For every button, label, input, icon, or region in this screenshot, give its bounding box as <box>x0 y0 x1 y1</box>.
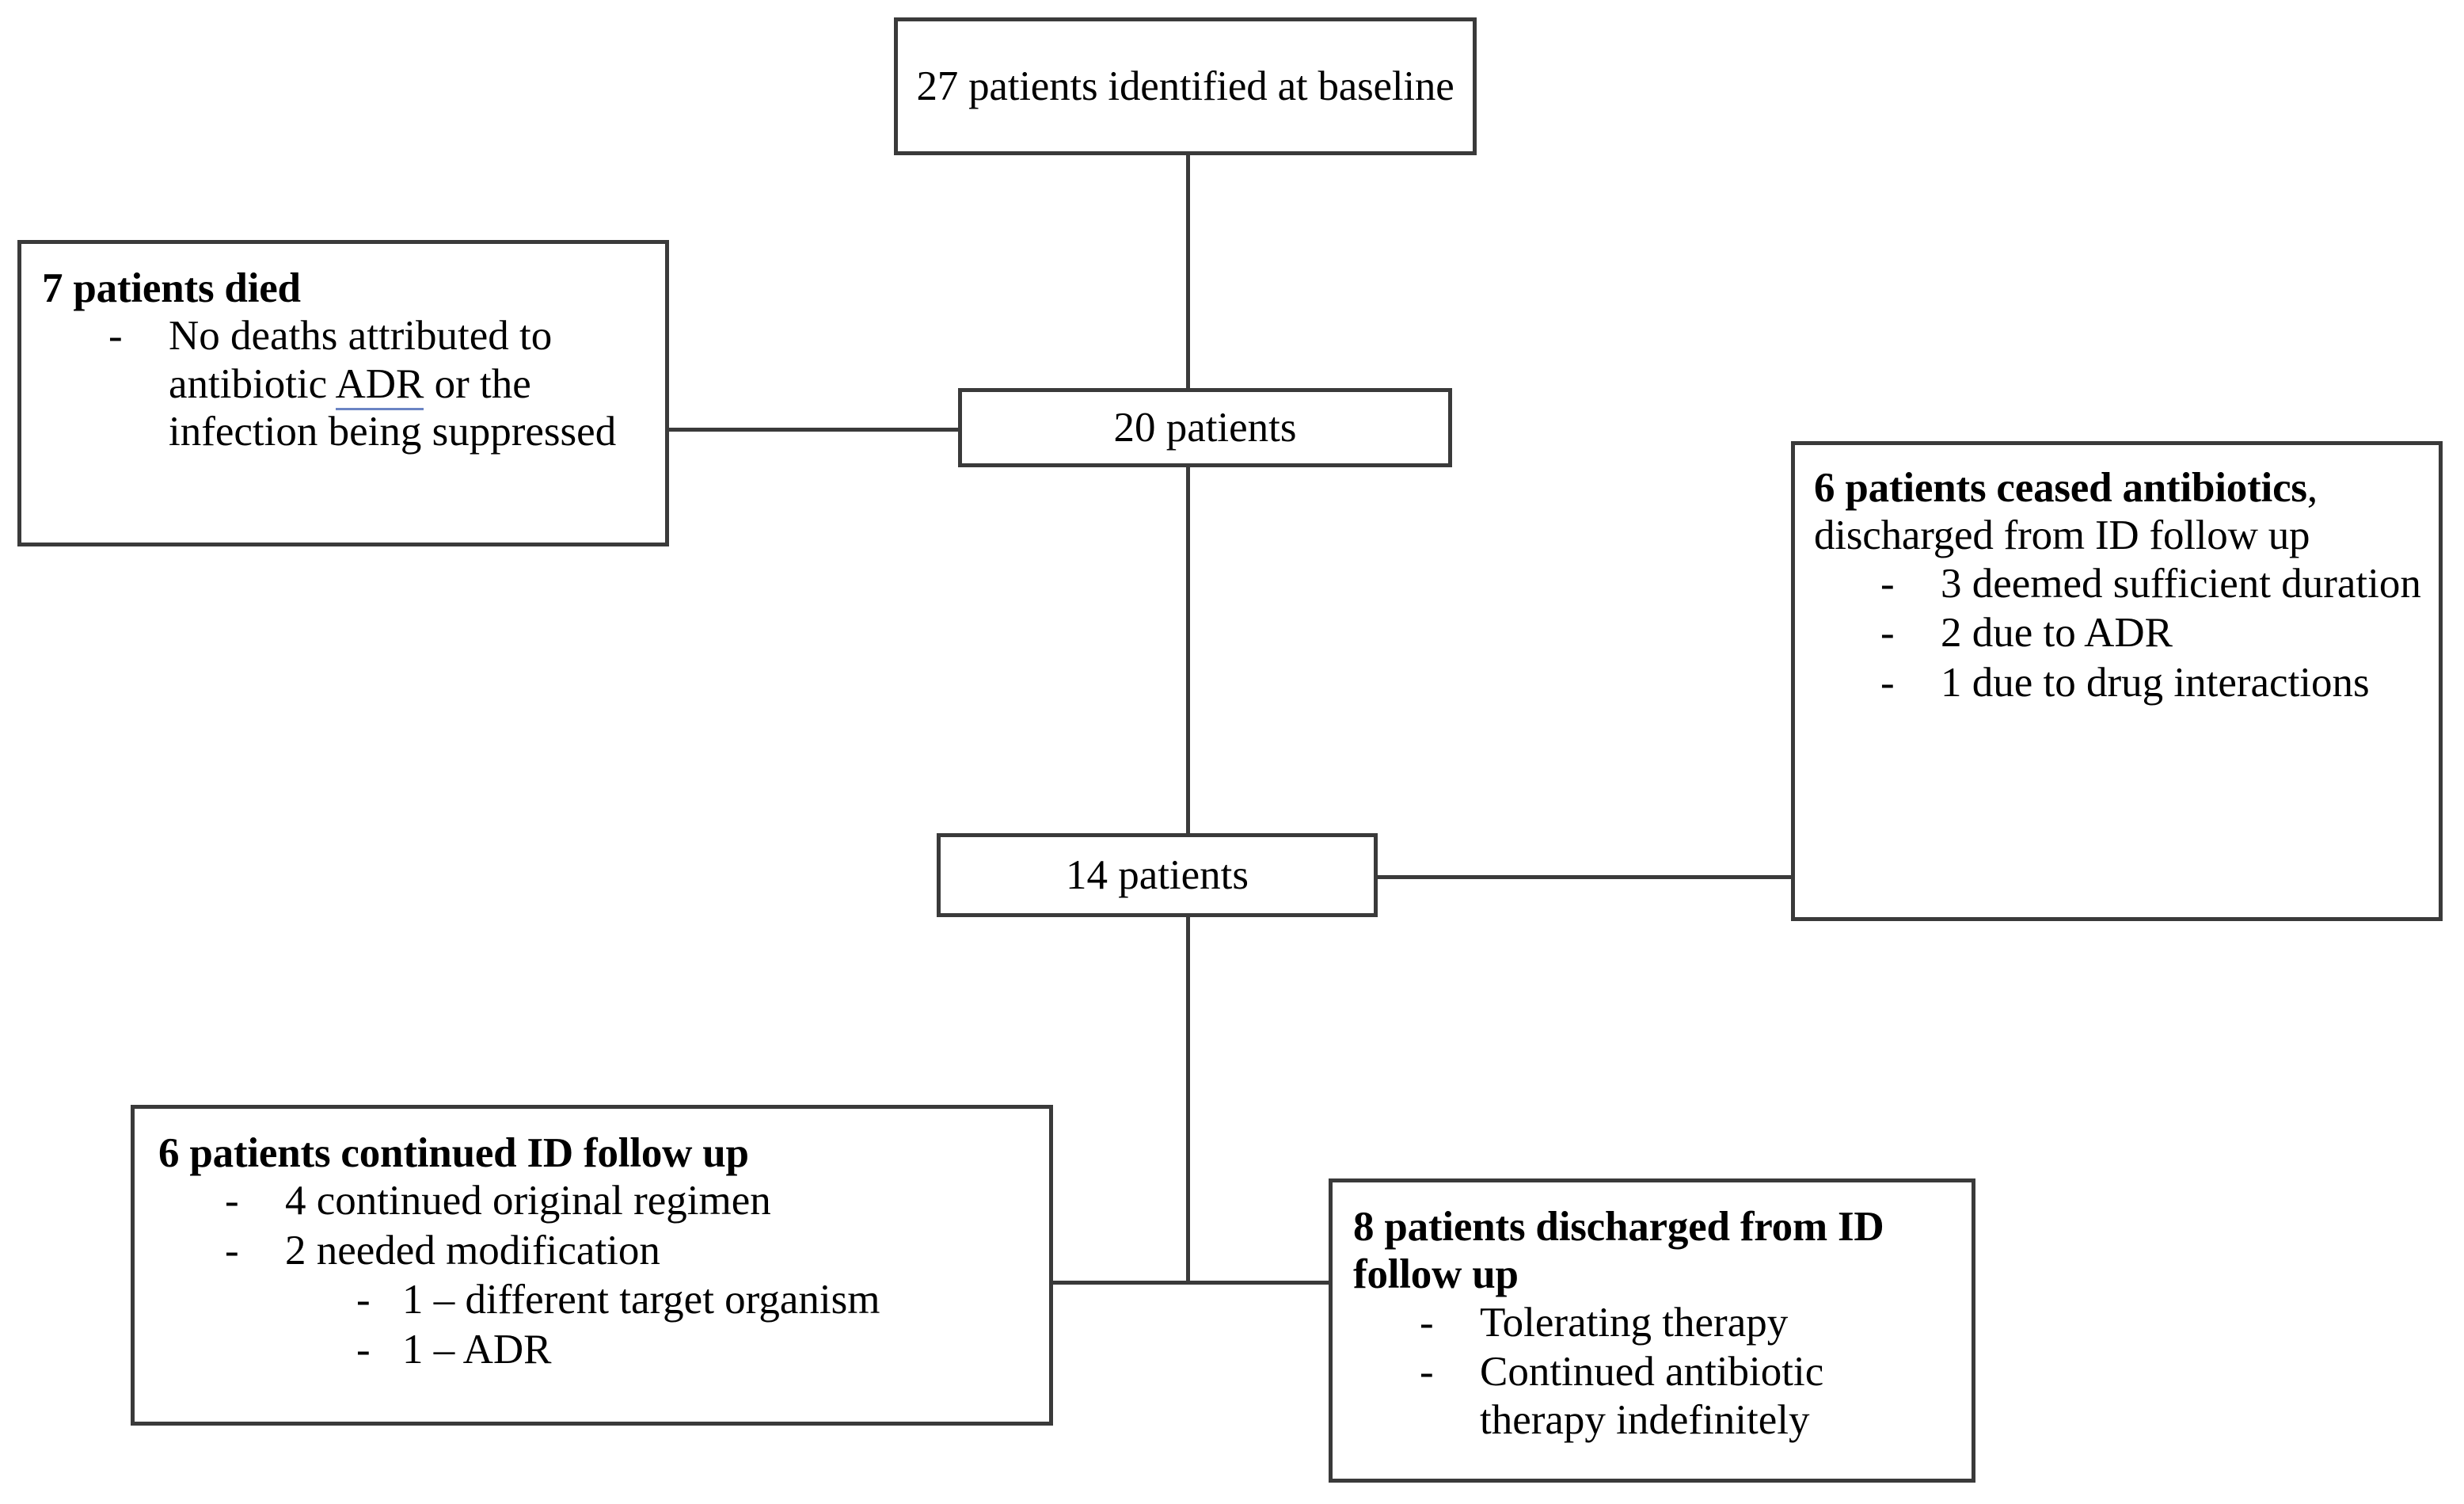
bullet-dash: - <box>1880 560 1895 607</box>
list-item: -No deaths attributed to antibiotic ADR … <box>101 312 648 455</box>
node-patients-died-headline: 7 patients died <box>42 265 301 311</box>
list-item: -2 due to ADR <box>1873 609 2421 657</box>
headline-bold-part: 6 patients ceased antibiotics <box>1814 465 2307 511</box>
bullet-text: Tolerating therapy <box>1480 1299 1789 1346</box>
list-item: -Continued antibiotic therapy indefinite… <box>1412 1348 1954 1444</box>
list-item: -1 – different target organism <box>352 1276 1032 1323</box>
node-patients-died-content: 7 patients died -No deaths attributed to… <box>21 244 665 543</box>
list-item: -4 continued original regimen <box>217 1177 1032 1224</box>
node-20-patients: 20 patients <box>958 388 1452 467</box>
connector-20-patients-to-14-patients <box>1186 466 1190 835</box>
bullet-dash: - <box>108 313 123 360</box>
node-14-patients-content: 14 patients <box>941 837 1374 913</box>
bullet-text: 3 deemed sufficient duration <box>1941 560 2421 607</box>
connector-14-patients-to-bottom-junction <box>1186 916 1190 1282</box>
bullet-text: 1 due to drug interactions <box>1941 659 2370 706</box>
node-ceased-antibiotics-content: 6 patients ceased antibiotics, discharge… <box>1795 445 2439 917</box>
bullet-text-pre: No deaths attributed to antibiotic <box>169 313 553 407</box>
bullet-text: 4 continued original regimen <box>285 1178 771 1224</box>
node-baseline-label: 27 patients identified at baseline <box>916 63 1454 109</box>
node-ceased-antibiotics-headline: 6 patients ceased antibiotics, discharge… <box>1814 464 2421 560</box>
connector-baseline-to-20-patients <box>1186 155 1190 390</box>
node-baseline-content: 27 patients identified at baseline <box>898 21 1473 151</box>
node-patients-died-bullet-list: -No deaths attributed to antibiotic ADR … <box>101 312 648 457</box>
bullet-dash: - <box>1880 610 1895 657</box>
node-ceased-antibiotics-bullet-list: -3 deemed sufficient duration -2 due to … <box>1873 560 2421 708</box>
bullet-dash: - <box>356 1277 371 1323</box>
bullet-text: 1 – different target organism <box>402 1277 880 1323</box>
node-ceased-antibiotics: 6 patients ceased antibiotics, discharge… <box>1791 441 2443 921</box>
list-item: -3 deemed sufficient duration <box>1873 560 2421 607</box>
bullet-dash: - <box>225 1178 239 1224</box>
node-discharged-follow-up-bullet-list: -Tolerating therapy -Continued antibioti… <box>1412 1299 1954 1445</box>
list-item: -1 due to drug interactions <box>1873 659 2421 706</box>
bullet-dash: - <box>1420 1299 1434 1346</box>
node-continued-follow-up-content: 6 patients continued ID follow up -4 con… <box>135 1109 1049 1422</box>
node-discharged-follow-up-headline: 8 patients discharged from ID follow up <box>1353 1204 1884 1298</box>
node-discharged-follow-up: 8 patients discharged from ID follow up … <box>1329 1178 1975 1483</box>
node-patients-died: 7 patients died -No deaths attributed to… <box>17 240 669 546</box>
node-discharged-follow-up-content: 8 patients discharged from ID follow up … <box>1333 1182 1972 1479</box>
node-14-patients: 14 patients <box>937 833 1378 917</box>
list-item: -Tolerating therapy <box>1412 1299 1954 1346</box>
node-continued-follow-up: 6 patients continued ID follow up -4 con… <box>131 1105 1053 1426</box>
bullet-text-underlined: ADR <box>335 360 424 410</box>
node-14-patients-label: 14 patients <box>1065 851 1249 898</box>
bullet-dash: - <box>1880 659 1895 706</box>
connector-14-patients-to-ceased <box>1376 875 1793 879</box>
node-20-patients-content: 20 patients <box>962 392 1448 463</box>
node-baseline: 27 patients identified at baseline <box>894 17 1477 155</box>
headline-regular-part: , discharged from ID follow up <box>1814 465 2318 559</box>
connector-died-to-20-patients <box>669 428 960 432</box>
node-20-patients-label: 20 patients <box>1113 404 1297 451</box>
node-continued-follow-up-headline: 6 patients continued ID follow up <box>158 1130 749 1176</box>
list-item: -1 – ADR <box>352 1326 1032 1373</box>
bullet-text: 2 needed modification <box>285 1227 660 1274</box>
node-continued-follow-up-sub-bullet-list: -1 – different target organism -1 – ADR <box>352 1276 1032 1373</box>
bullet-dash: - <box>1420 1349 1434 1395</box>
bullet-dash: - <box>356 1326 371 1373</box>
bullet-text-post: or the infection being suppressed <box>169 360 617 455</box>
connector-junction-to-discharged <box>1186 1281 1330 1285</box>
node-continued-follow-up-bullet-list: -4 continued original regimen -2 needed … <box>217 1177 1032 1375</box>
list-item: -2 needed modification -1 – different ta… <box>217 1227 1032 1373</box>
bullet-dash: - <box>225 1227 239 1274</box>
bullet-text: Continued antibiotic therapy indefinitel… <box>1480 1349 1824 1443</box>
bullet-text: 1 – ADR <box>402 1326 552 1373</box>
bullet-text: 2 due to ADR <box>1941 610 2173 657</box>
